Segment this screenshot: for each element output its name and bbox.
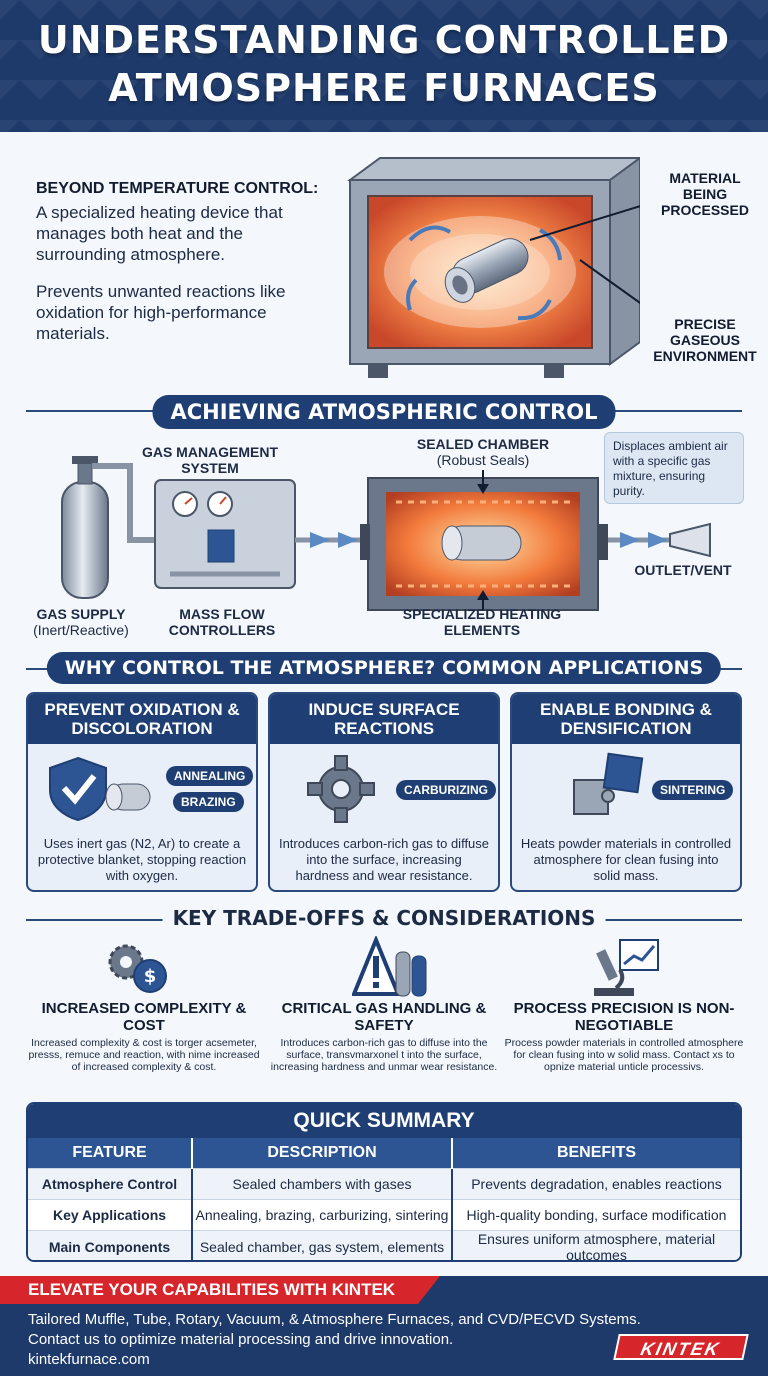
table-cell: High-quality bonding, surface modificati… [452, 1198, 740, 1230]
card-title: INDUCE SURFACE REACTIONS [270, 694, 498, 744]
section-title-applications: WHY CONTROL THE ATMOSPHERE? COMMON APPLI… [46, 652, 722, 684]
table-header-row: FEATURE DESCRIPTION BENEFITS [28, 1138, 740, 1168]
intro-section: BEYOND TEMPERATURE CONTROL: A specialize… [36, 180, 336, 360]
page-title-line1: UNDERSTANDING CONTROLLED [37, 18, 731, 62]
footer-banner: ELEVATE YOUR CAPABILITIES WITH KINTEK [0, 1276, 440, 1304]
shield-check-icon [49, 756, 151, 822]
gas-supply-sub: (Inert/Reactive) [33, 622, 129, 638]
app-card-oxidation: PREVENT OXIDATION & DISCOLORATION ANNEAL… [26, 692, 258, 892]
table-cell: Key Applications [28, 1198, 193, 1230]
intro-heading: BEYOND TEMPERATURE CONTROL: [36, 180, 319, 197]
card-desc: Introduces carbon-rich gas to diffuse in… [278, 836, 490, 883]
section-title-tradeoffs: KEY TRADE-OFFS & CONSIDERATIONS [162, 906, 606, 930]
microscope-chart-icon [594, 939, 659, 996]
sealed-chamber-title: SEALED CHAMBER [416, 436, 550, 452]
table-cell: Sealed chamber, gas system, elements [192, 1229, 453, 1260]
warning-cylinders-icon [352, 936, 427, 997]
card-body: CARBURIZING Introduces carbon-rich gas t… [270, 744, 498, 890]
card-desc: Heats powder materials in controlled atm… [520, 836, 732, 883]
tooltip-displaces-air: Displaces ambient air with a specific ga… [604, 432, 744, 504]
table-row: Atmosphere Control Sealed chambers with … [28, 1167, 740, 1199]
puzzle-icon [573, 752, 644, 815]
footer-url[interactable]: kintekfurnace.com [28, 1351, 150, 1368]
column-header: DESCRIPTION [192, 1138, 453, 1168]
footer-line1: Tailored Muffle, Tube, Rotary, Vacuum, &… [28, 1311, 641, 1328]
table-cell: Atmosphere Control [28, 1167, 193, 1199]
callout-environment: PRECISE GASEOUS ENVIRONMENT [653, 316, 757, 364]
tradeoff-title: PROCESS PRECISION IS NON-NEGOTIABLE [513, 1000, 735, 1034]
label-heating-elements: SPECIALIZED HEATING ELEMENTS [402, 606, 562, 638]
table-cell: Prevents degradation, enables reactions [452, 1167, 740, 1199]
footer-line2: Contact us to optimize material processi… [28, 1331, 454, 1348]
svg-text:$: $ [144, 966, 157, 987]
quick-summary: QUICK SUMMARY FEATURE DESCRIPTION BENEFI… [26, 1102, 742, 1262]
card-title: ENABLE BONDING & DENSIFICATION [512, 694, 740, 744]
column-header: BENEFITS [452, 1138, 740, 1168]
page-header: UNDERSTANDING CONTROLLED ATMOSPHERE FURN… [0, 0, 768, 132]
gears-coin-icon: $ [108, 944, 167, 993]
label-gas-management: GAS MANAGEMENT SYSTEM [141, 444, 279, 476]
furnace-illustration [346, 156, 640, 378]
tradeoff-precision: PROCESS PRECISION IS NON-NEGOTIABLE Proc… [504, 1000, 744, 1073]
column-header: FEATURE [28, 1138, 193, 1168]
label-outlet: OUTLET/VENT [634, 562, 732, 578]
gear-icon [307, 755, 375, 823]
label-gas-supply: GAS SUPPLY (Inert/Reactive) [16, 606, 146, 638]
page-title-line2: ATMOSPHERE FURNACES [108, 66, 660, 110]
callout-material: MATERIAL BEING PROCESSED [661, 170, 749, 218]
tradeoff-desc: Introduces carbon-rich gas to diffuse in… [270, 1037, 498, 1073]
tradeoff-title: CRITICAL GAS HANDLING & SAFETY [281, 1000, 487, 1034]
kintek-logo: KINTEK [613, 1334, 749, 1360]
table-row: Main Components Sealed chamber, gas syst… [28, 1229, 740, 1260]
summary-table: FEATURE DESCRIPTION BENEFITS Atmosphere … [28, 1138, 740, 1260]
tradeoff-title: INCREASED COMPLEXITY & COST [41, 1000, 247, 1034]
summary-title: QUICK SUMMARY [28, 1104, 740, 1138]
gas-supply-title: GAS SUPPLY [36, 606, 126, 622]
sealed-chamber-sub: (Robust Seals) [436, 452, 530, 468]
tradeoff-complexity: INCREASED COMPLEXITY & COST Increased co… [24, 1000, 264, 1073]
tag-sintering: SINTERING [652, 780, 734, 800]
table-cell: Main Components [28, 1229, 193, 1260]
tradeoff-desc: Increased complexity & cost is torger ac… [28, 1037, 260, 1073]
process-diagram [61, 456, 711, 611]
tradeoff-safety: CRITICAL GAS HANDLING & SAFETY Introduce… [264, 1000, 504, 1073]
app-card-bonding: ENABLE BONDING & DENSIFICATION SINTERING… [510, 692, 742, 892]
app-card-surface: INDUCE SURFACE REACTIONS CARBURIZING Int… [268, 692, 500, 892]
intro-body-2: Prevents unwanted reactions like oxidati… [36, 282, 286, 343]
table-cell: Annealing, brazing, carburizing, sinteri… [192, 1198, 453, 1230]
label-mass-flow: MASS FLOW CONTROLLERS [168, 606, 276, 638]
tradeoff-desc: Process powder materials in controlled a… [504, 1037, 744, 1073]
table-cell: Sealed chambers with gases [192, 1167, 453, 1199]
card-title: PREVENT OXIDATION & DISCOLORATION [28, 694, 256, 744]
tag-carburizing: CARBURIZING [396, 780, 496, 800]
card-body: SINTERING Heats powder materials in cont… [512, 744, 740, 890]
section-title-control: ACHIEVING ATMOSPHERIC CONTROL [152, 395, 616, 429]
tag-annealing: ANNEALING [166, 766, 254, 786]
tag-brazing: BRAZING [173, 792, 244, 812]
table-cell: Ensures uniform atmosphere, material out… [452, 1229, 740, 1260]
card-body: ANNEALING BRAZING Uses inert gas (N2, Ar… [28, 744, 256, 890]
page-footer: ELEVATE YOUR CAPABILITIES WITH KINTEK Ta… [0, 1276, 768, 1376]
footer-text: Tailored Muffle, Tube, Rotary, Vacuum, &… [28, 1310, 641, 1370]
intro-body-1: A specialized heating device that manage… [36, 203, 283, 264]
card-desc: Uses inert gas (N2, Ar) to create a prot… [37, 836, 247, 883]
table-row: Key Applications Annealing, brazing, car… [28, 1198, 740, 1230]
label-sealed-chamber: SEALED CHAMBER (Robust Seals) [398, 436, 568, 468]
